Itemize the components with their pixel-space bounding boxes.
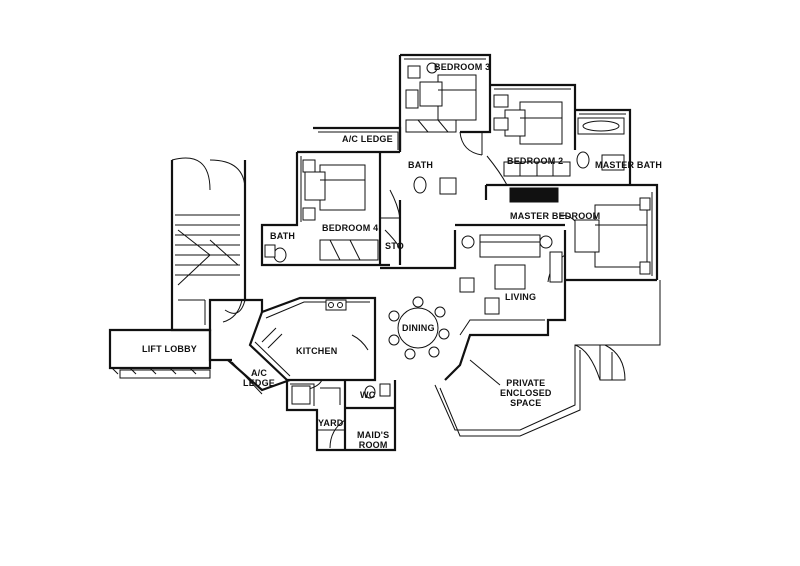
label-dining: DINING (402, 323, 435, 333)
label-bedroom-3: BEDROOM 3 (434, 62, 491, 72)
label-lift-lobby: LIFT LOBBY (142, 344, 197, 354)
private-space-leader (469, 359, 501, 386)
label-bedroom-2: BEDROOM 2 (507, 156, 564, 166)
furniture (261, 62, 651, 405)
label-yard: YARD (318, 418, 344, 428)
label-wc: WC (360, 390, 376, 400)
label-ac-ledge-top: A/C LEDGE (342, 134, 393, 144)
label-bath-upper: BATH (408, 160, 434, 170)
label-sto: STO (385, 241, 404, 251)
label-bath-left: BATH (270, 231, 296, 241)
lift-lobby (108, 328, 212, 379)
label-master-bath: MASTER BATH (595, 160, 663, 170)
staircase (170, 157, 247, 332)
label-ac-ledge-bottom: A/C LEDGE (243, 368, 276, 388)
kitchen-service-walls (208, 296, 397, 452)
outer-walls (260, 53, 661, 437)
door-swings (222, 131, 581, 449)
label-maids-room: MAID'S ROOM (357, 430, 390, 450)
label-living: LIVING (505, 292, 537, 302)
label-bedroom-4: BEDROOM 4 (322, 223, 379, 233)
label-master-bedroom: MASTER BEDROOM (510, 211, 601, 221)
label-kitchen: KITCHEN (296, 346, 338, 356)
label-private-enclosed-space: PRIVATE ENCLOSED SPACE (500, 378, 552, 408)
